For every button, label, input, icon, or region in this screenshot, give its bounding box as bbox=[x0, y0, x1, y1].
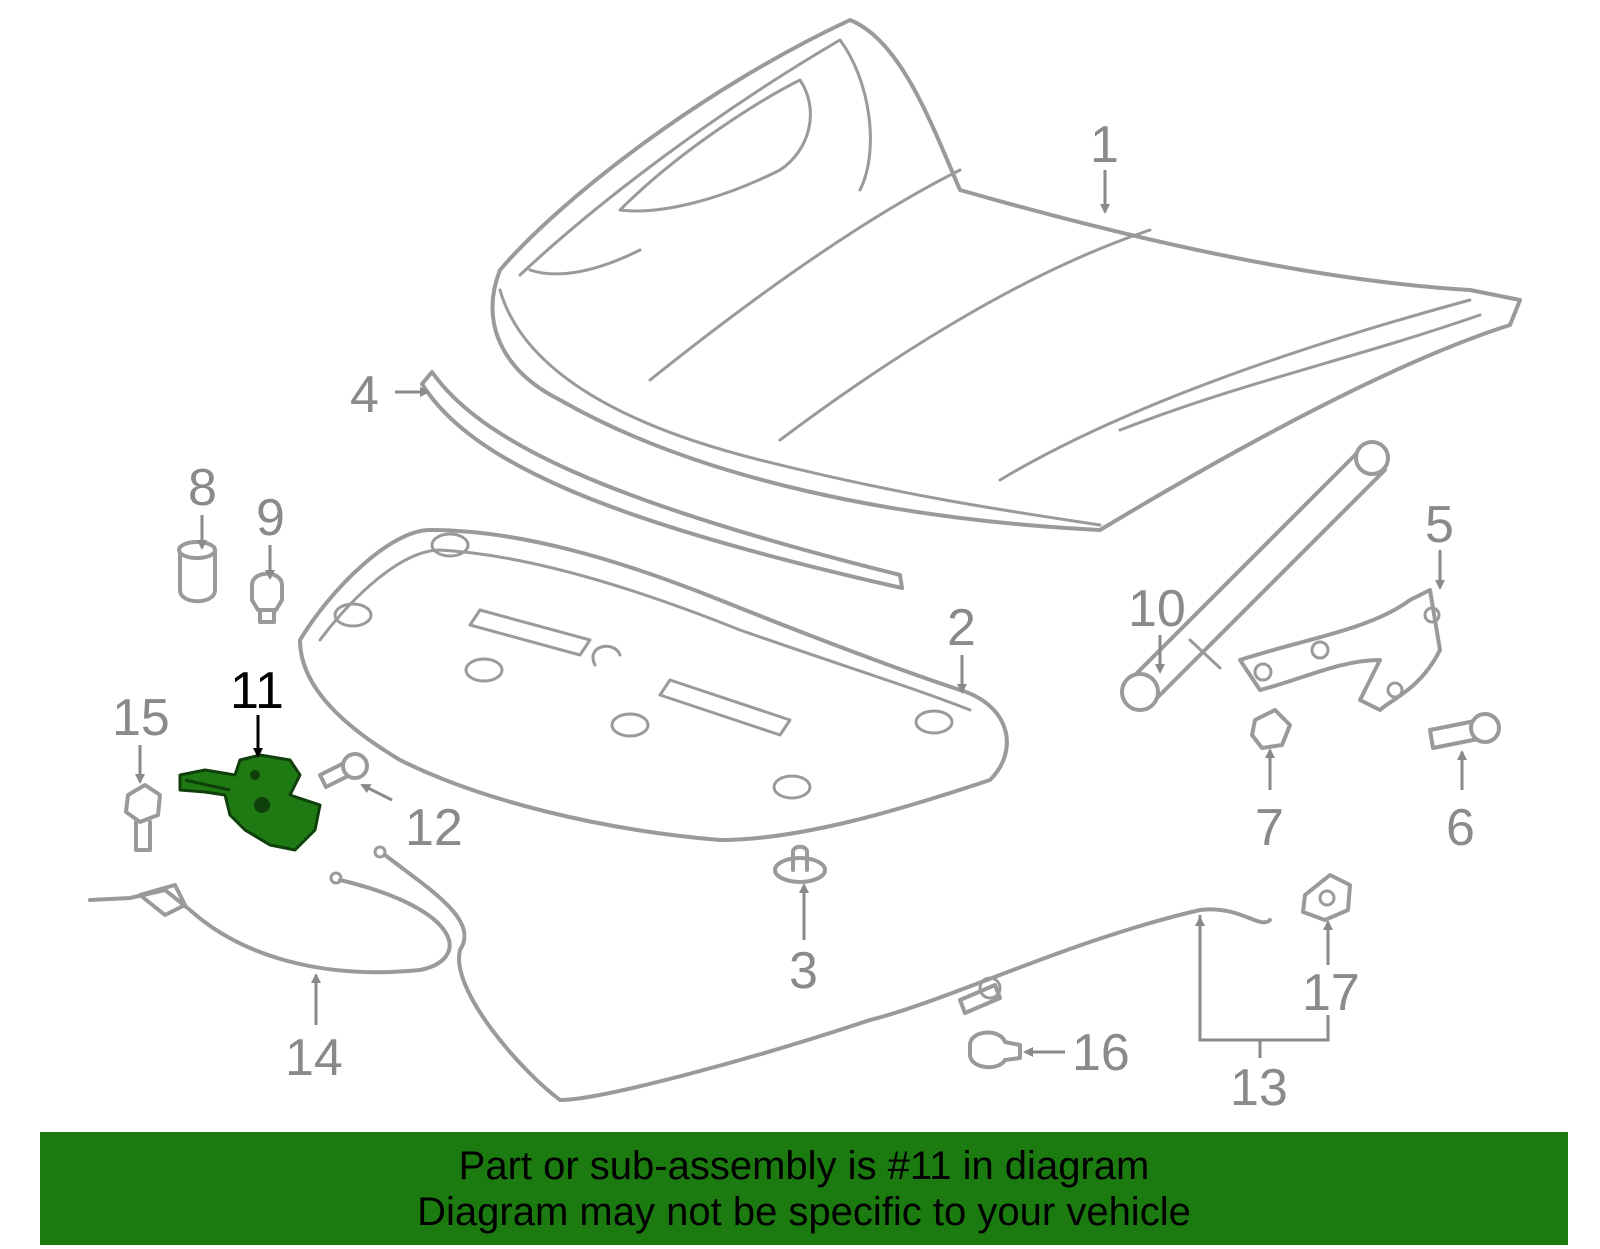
seal-strip-part-4 bbox=[420, 370, 904, 590]
callout-9: 9 bbox=[256, 489, 285, 547]
callout-4: 4 bbox=[350, 366, 379, 424]
hood-latch-part-11 bbox=[178, 753, 322, 852]
insulator-part-2 bbox=[298, 528, 1009, 842]
retainer-part-17 bbox=[1301, 873, 1352, 922]
cable-part-13 bbox=[373, 845, 1272, 1102]
callout-15: 15 bbox=[112, 689, 170, 747]
info-banner: Part or sub-assembly is #11 in diagram D… bbox=[40, 1132, 1568, 1245]
callout-12: 12 bbox=[405, 799, 463, 857]
bolt-part-12 bbox=[318, 752, 369, 789]
bumper-part-9 bbox=[250, 571, 284, 624]
callout-arrows bbox=[135, 170, 1467, 1058]
callout-14: 14 bbox=[285, 1029, 343, 1087]
callout-7: 7 bbox=[1255, 799, 1284, 857]
callout-1: 1 bbox=[1090, 116, 1119, 174]
callout-16: 16 bbox=[1072, 1024, 1130, 1082]
callout-5: 5 bbox=[1425, 496, 1454, 554]
nut-part-7 bbox=[1250, 708, 1292, 750]
bolt-part-6 bbox=[1428, 712, 1501, 750]
clip-part-3 bbox=[773, 844, 827, 884]
callout-2: 2 bbox=[947, 599, 976, 657]
bumper-part-8 bbox=[177, 540, 217, 604]
gas-strut-part-10 bbox=[1120, 440, 1390, 712]
hinge-part-5 bbox=[1238, 588, 1442, 712]
banner-line-1: Part or sub-assembly is #11 in diagram bbox=[458, 1143, 1150, 1188]
callout-17: 17 bbox=[1302, 964, 1360, 1022]
parts-diagram: 1 2 3 4 5 6 7 8 9 10 11 12 13 14 15 16 1… bbox=[88, 18, 1522, 1117]
callout-13: 13 bbox=[1230, 1059, 1288, 1117]
bolt-part-15 bbox=[124, 783, 162, 852]
callout-8: 8 bbox=[188, 459, 217, 517]
callout-10: 10 bbox=[1128, 580, 1186, 638]
callout-11: 11 bbox=[230, 662, 284, 720]
hood-part-1 bbox=[490, 18, 1522, 532]
callout-6: 6 bbox=[1446, 799, 1475, 857]
cable-part-14 bbox=[88, 871, 452, 975]
callout-3: 3 bbox=[789, 942, 818, 1000]
callout-labels: 1 2 3 4 5 6 7 8 9 10 11 12 13 14 15 16 1… bbox=[112, 116, 1475, 1117]
banner-line-2: Diagram may not be specific to your vehi… bbox=[417, 1189, 1191, 1234]
fastener-part-16 bbox=[968, 1030, 1022, 1070]
